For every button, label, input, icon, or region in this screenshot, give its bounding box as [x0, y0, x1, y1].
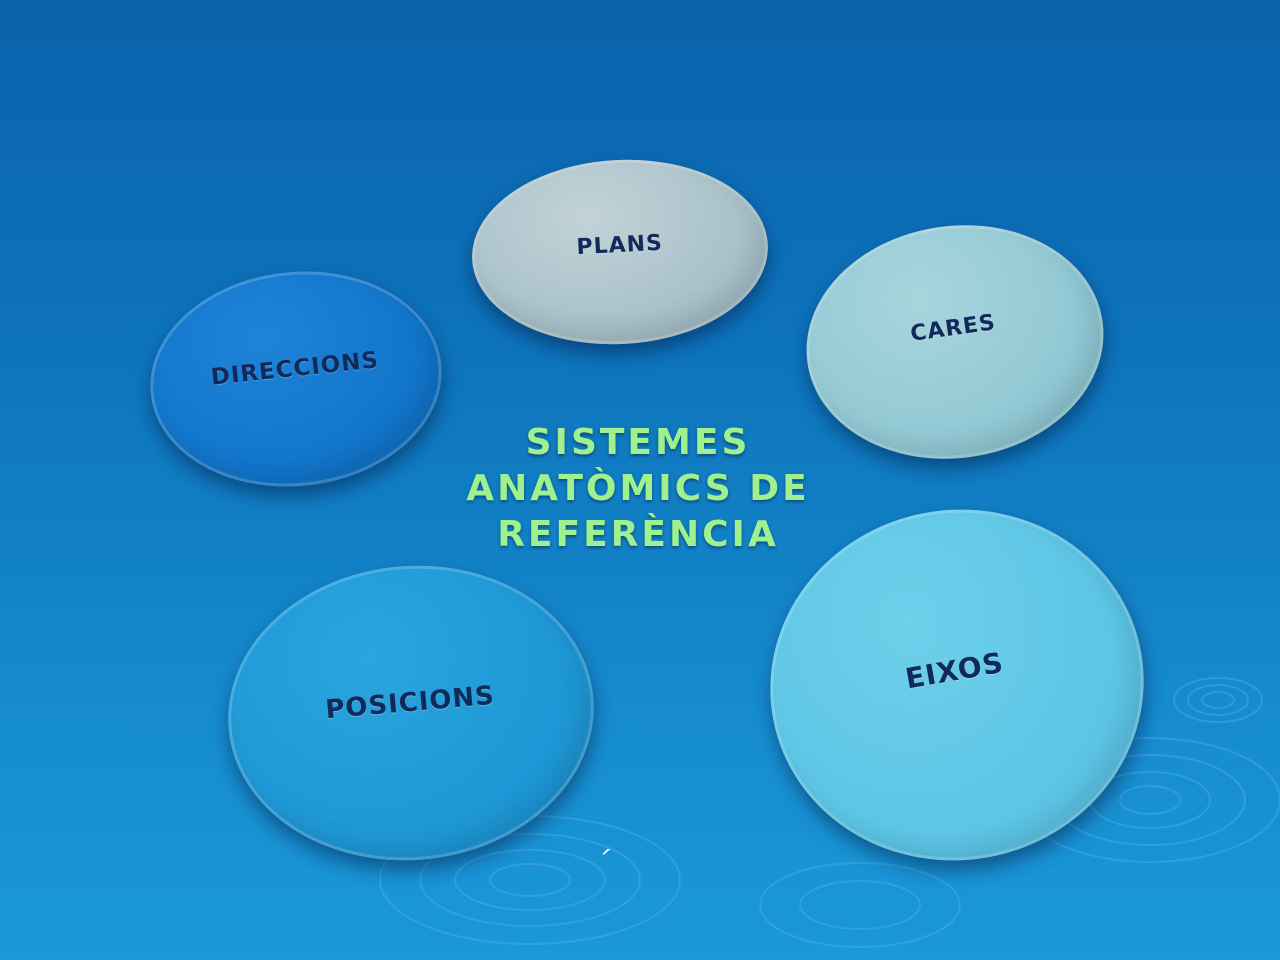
central-title-line-3: REFERÈNCIA [497, 514, 779, 555]
node-plans-label: PLANS [575, 230, 664, 260]
node-direccions-label: DIRECCIONS [209, 347, 381, 391]
central-title-line-1: SISTEMES [525, 422, 751, 463]
node-cares-label: CARES [908, 309, 998, 347]
node-posicions: POSICIONS [215, 550, 607, 876]
node-plans: PLANS [467, 152, 773, 352]
footer-mark: ´ [589, 846, 614, 881]
node-posicions-label: POSICIONS [324, 680, 497, 726]
central-title: SISTEMES ANATÒMICS DE REFERÈNCIA [400, 420, 876, 558]
central-title-line-2: ANATÒMICS DE [466, 468, 810, 509]
node-eixos-label: EIXOS [902, 645, 1007, 696]
